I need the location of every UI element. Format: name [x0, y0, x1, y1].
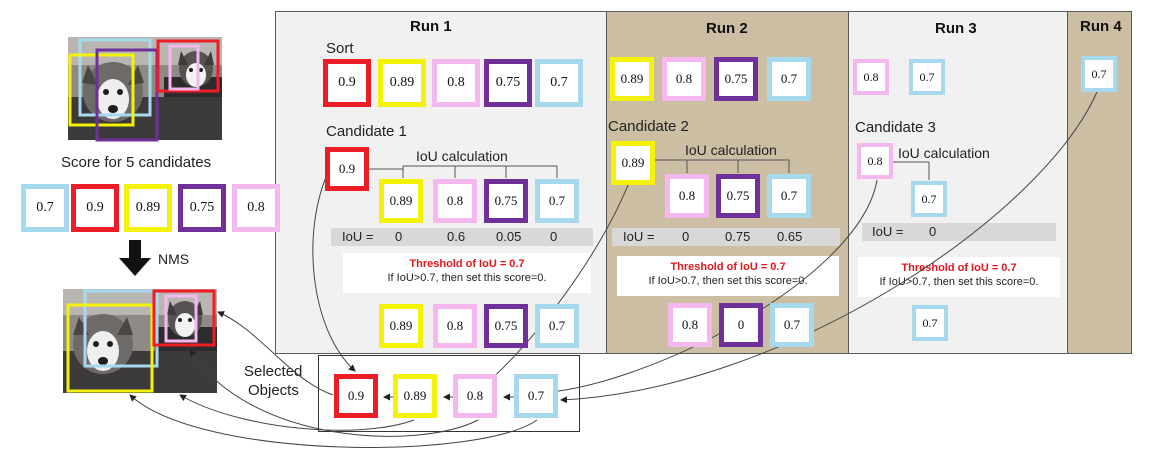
score-box-blue: 0.7 [911, 181, 947, 217]
score-box-purple: 0.75 [484, 179, 528, 223]
score-box-blue: 0.7 [909, 59, 945, 95]
score-box-pink: 0.8 [857, 143, 893, 179]
run-2-title: Run 2 [706, 20, 748, 37]
run-4-title: Run 4 [1080, 18, 1122, 35]
run-3-title: Run 3 [935, 20, 977, 37]
score-box-pink: 0.8 [433, 179, 477, 223]
score-box-pink: 0.8 [433, 304, 477, 348]
score-box-blue: 0.7 [1081, 56, 1117, 92]
run-1-title: Run 1 [410, 18, 452, 35]
husky-photo-illustration [68, 37, 222, 140]
score-box-pink: 0.8 [453, 374, 497, 418]
run-2-iou-value: 0 [682, 229, 690, 244]
score-box-yellow: 0.89 [124, 184, 172, 232]
score-box-blue: 0.7 [535, 59, 583, 107]
threshold-rule: If IoU>0.7, then set this score=0. [387, 272, 547, 284]
score-box-yellow: 0.89 [393, 374, 437, 418]
score-box-blue: 0.7 [535, 304, 579, 348]
score-box-red: 0.9 [323, 59, 371, 107]
score-box-red: 0.9 [325, 147, 369, 191]
score-box-red: 0.9 [71, 184, 119, 232]
score-box-purple: 0.75 [484, 59, 532, 107]
score-box-purple: 0.75 [714, 57, 758, 101]
score-box-pink: 0.8 [662, 57, 706, 101]
score-box-yellow: 0.89 [611, 141, 655, 185]
candidate-3-label: Candidate 3 [855, 119, 936, 136]
run-3-iou-value: 0 [929, 224, 937, 239]
score-box-yellow: 0.89 [610, 57, 654, 101]
score-box-red: 0.9 [334, 374, 378, 418]
threshold-title: Threshold of IoU = 0.7 [901, 262, 1017, 274]
run-1-iou-label: IoU calculation [416, 148, 508, 164]
score-box-blue: 0.7 [535, 179, 579, 223]
candidate-2-label: Candidate 2 [608, 118, 689, 135]
score-box-blue: 0.7 [21, 184, 69, 232]
candidate-1-label: Candidate 1 [326, 123, 407, 140]
run-2-threshold-note: Threshold of IoU = 0.7 If IoU>0.7, then … [617, 256, 839, 296]
run-1-iou-prefix: IoU = [342, 229, 374, 244]
threshold-rule: If IoU>0.7, then set this score=0. [648, 275, 808, 287]
nms-label: NMS [158, 251, 190, 267]
output-image [63, 289, 217, 393]
run-1-iou-value: 0.6 [447, 229, 466, 244]
run-1-iou-value: 0 [395, 229, 403, 244]
score-box-purple: 0.75 [716, 174, 760, 218]
run-1-threshold-note: Threshold of IoU = 0.7 If IoU>0.7, then … [343, 253, 591, 293]
threshold-title: Threshold of IoU = 0.7 [670, 261, 786, 273]
score-box-pink: 0.8 [432, 59, 480, 107]
run-2-iou-value: 0.65 [777, 229, 803, 244]
run-1-iou-value: 0 [550, 229, 558, 244]
score-box-blue: 0.7 [912, 305, 948, 341]
run-2-iou-value: 0.75 [725, 229, 751, 244]
score-box-purple: 0 [719, 303, 763, 347]
threshold-title: Threshold of IoU = 0.7 [409, 258, 525, 270]
run-1-iou-value: 0.05 [496, 229, 522, 244]
sort-label: Sort [326, 40, 354, 57]
run-3-iou-label: IoU calculation [898, 145, 990, 161]
score-box-blue: 0.7 [770, 303, 814, 347]
score-box-blue: 0.7 [767, 174, 811, 218]
input-image [68, 37, 222, 140]
score-label: Score for 5 candidates [61, 154, 212, 171]
score-box-pink: 0.8 [232, 184, 280, 232]
run-2-iou-label: IoU calculation [685, 142, 777, 158]
score-box-pink: 0.8 [665, 174, 709, 218]
score-box-pink: 0.8 [853, 59, 889, 95]
run-3-iou-prefix: IoU = [872, 224, 904, 239]
score-box-yellow: 0.89 [379, 304, 423, 348]
run-2-iou-prefix: IoU = [623, 229, 655, 244]
husky-output-illustration [63, 289, 217, 393]
selected-label-line1: Selected [244, 363, 303, 380]
score-box-yellow: 0.89 [378, 59, 426, 107]
score-box-purple: 0.75 [178, 184, 226, 232]
threshold-rule: If IoU>0.7, then set this score=0. [879, 276, 1039, 288]
score-box-blue: 0.7 [514, 374, 558, 418]
score-box-yellow: 0.89 [379, 179, 423, 223]
run-3-threshold-note: Threshold of IoU = 0.7 If IoU>0.7, then … [858, 257, 1060, 297]
score-box-blue: 0.7 [767, 57, 811, 101]
nms-arrow-icon [119, 240, 151, 276]
score-box-pink: 0.8 [668, 303, 712, 347]
score-box-purple: 0.75 [484, 304, 528, 348]
selected-label-line2: Objects [248, 382, 299, 399]
